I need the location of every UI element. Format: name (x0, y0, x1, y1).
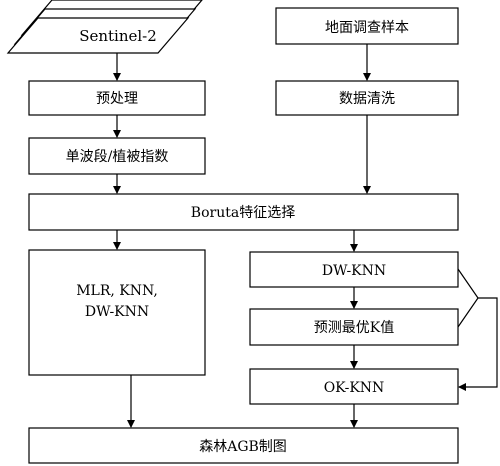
models-label-line1: MLR, KNN, (76, 283, 158, 299)
agb-mapping-node: 森林AGB制图 (28, 427, 459, 464)
survey-samples-label: 地面调查样本 (325, 20, 409, 36)
optimal-k-label: 预测最优K值 (314, 320, 394, 336)
models-node: MLR, KNN, DW-KNN (28, 249, 206, 376)
ok-knn-node: OK-KNN (249, 368, 459, 405)
optimal-k-node: 预测最优K值 (249, 308, 459, 346)
sentinel-2-label: Sentinel-2 (79, 27, 157, 45)
dw-knn-label: DW-KNN (322, 263, 386, 279)
ok-knn-label: OK-KNN (324, 380, 385, 396)
agb-mapping-label: 森林AGB制图 (199, 439, 287, 455)
data-cleaning-label: 数据清洗 (339, 91, 395, 107)
band-index-node: 单波段/植被指数 (28, 137, 206, 175)
models-label-line2: DW-KNN (85, 304, 149, 320)
dw-knn-node: DW-KNN (249, 251, 459, 288)
data-cleaning-node: 数据清洗 (275, 80, 459, 116)
boruta-label: Boruta特征选择 (191, 205, 295, 221)
preprocessing-node: 预处理 (28, 80, 206, 116)
survey-samples-node: 地面调查样本 (275, 7, 459, 45)
boruta-node: Boruta特征选择 (28, 193, 459, 231)
arrow-side-to-okknn (458, 297, 498, 391)
preprocessing-label: 预处理 (96, 91, 138, 107)
band-index-label: 单波段/植被指数 (66, 149, 169, 165)
sentinel-2-node: Sentinel-2 (6, 0, 203, 54)
connector-dwknn-optk (457, 268, 479, 328)
